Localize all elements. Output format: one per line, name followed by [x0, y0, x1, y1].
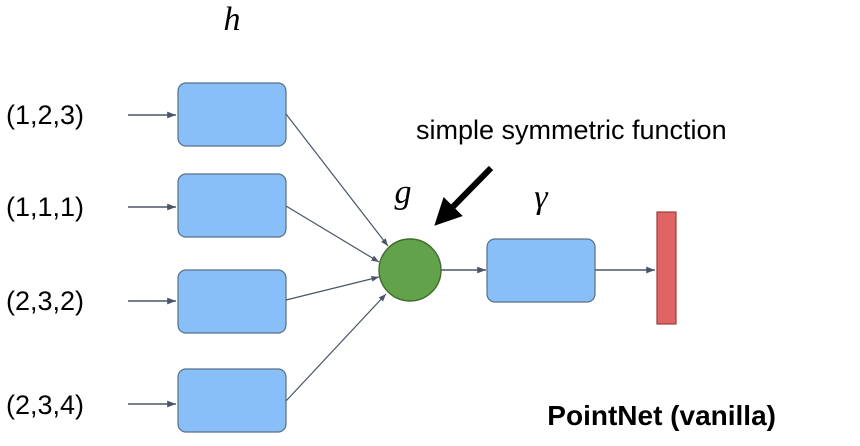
input-label-3: (2,3,2): [6, 286, 84, 316]
annotation-arrow: [434, 165, 494, 226]
converge-arrow-3: [285, 275, 380, 301]
h-box-3: [177, 269, 287, 334]
h-box-4: [177, 368, 287, 433]
converge-arrow-1: [285, 113, 389, 247]
gamma-box: [486, 238, 596, 303]
converge-arrow-2: [285, 205, 380, 263]
input-label-1: (1,2,3): [6, 100, 84, 130]
h-box-1: [177, 82, 287, 147]
g-node: [378, 238, 442, 302]
g-label: g: [395, 174, 412, 211]
caption: PointNet (vanilla): [547, 400, 776, 431]
converge-arrow-4: [285, 293, 387, 402]
h-label: h: [224, 1, 241, 38]
annotation-text: simple symmetric function: [416, 115, 727, 145]
input-label-4: (2,3,4): [6, 390, 84, 420]
h-box-2: [177, 173, 287, 238]
gamma-label: γ: [534, 179, 549, 216]
output-bar: [656, 211, 677, 325]
input-label-2: (1,1,1): [6, 192, 84, 222]
